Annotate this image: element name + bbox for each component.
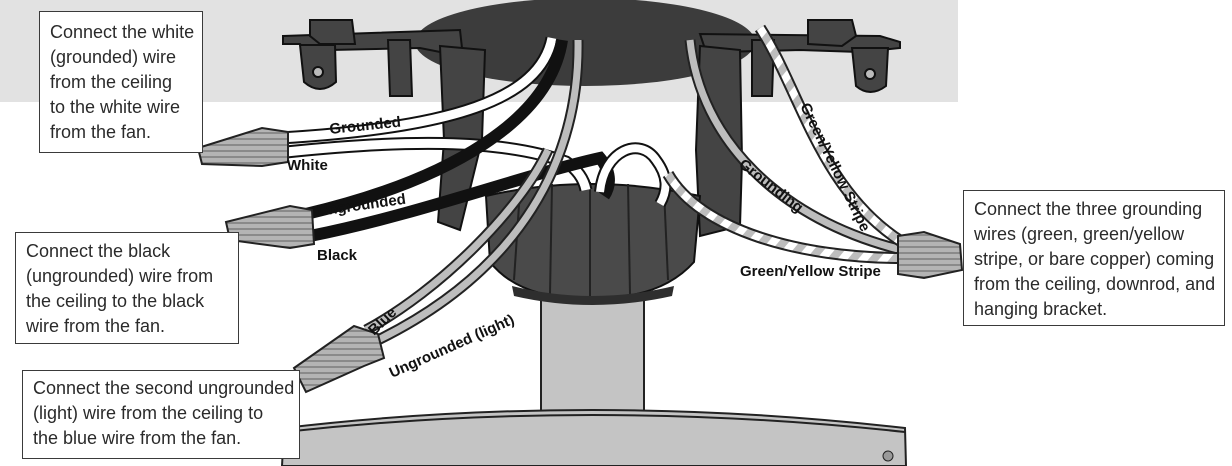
callout-ground-line-2: wires (green, green/yellow: [974, 224, 1185, 244]
label-black: Black: [317, 247, 358, 264]
callout-white-line-5: from the fan.: [50, 122, 152, 142]
fan-canopy: [280, 409, 908, 466]
wire-nut-black: [224, 204, 316, 250]
label-grounding: Grounding: [736, 156, 807, 217]
callout-white-wire: Connect the white (grounded) wire from t…: [39, 11, 203, 153]
callout-white-line-4: to the white wire: [50, 97, 181, 117]
canopy-screw: [882, 450, 894, 462]
ceiling-box: [415, 0, 755, 86]
label-grounded: Grounded: [329, 114, 402, 138]
callout-grounding-wires: Connect the three grounding wires (green…: [963, 190, 1225, 326]
wire-blue-fan-core: [364, 148, 552, 334]
wire-grounded-white-core: [279, 37, 557, 143]
ball-collar: [512, 286, 674, 305]
callout-blue-line-1: Connect the second ungrounded: [33, 378, 295, 398]
wire-ungrounded-light-core: [376, 39, 582, 344]
wire-ungrounded-black: [304, 38, 568, 220]
callout-black-line-4: wire from the fan.: [26, 316, 166, 336]
callout-ground-line-3: stripe, or bare copper) coming: [974, 249, 1215, 269]
callout-white-line-1: Connect the white: [50, 22, 195, 42]
callout-ground-line-1: Connect the three grounding: [974, 199, 1203, 219]
hanger-ball: [484, 183, 702, 300]
wire-nut-grounding: [897, 230, 964, 280]
label-green-yellow-stripe-bottom: Green/Yellow Stripe: [740, 263, 881, 280]
callout-black-line-1: Connect the black: [26, 241, 171, 261]
hanging-bracket-left: [282, 19, 464, 97]
callout-blue-line-2: (light) wire from the ceiling to: [33, 403, 264, 423]
wire-white-fan-core: [285, 138, 591, 192]
label-white: White: [287, 157, 328, 174]
callout-black-line-2: (ungrounded) wire from: [26, 266, 214, 286]
wire-green-yellow-bottom-core: [664, 171, 903, 262]
callout-ground-line-5: hanging bracket.: [974, 299, 1108, 319]
wire-grounding-core: [686, 39, 903, 254]
callout-white-line-3: from the ceiling: [50, 72, 173, 92]
callout-blue-wire: Connect the second ungrounded (light) wi…: [22, 370, 300, 459]
callout-white-line-2: (grounded) wire: [50, 47, 177, 67]
callout-ground-line-4: from the ceiling, downrod, and: [974, 274, 1216, 294]
wire-green-yellow-top-core: [756, 25, 905, 246]
callout-blue-line-3: the blue wire from the fan.: [33, 428, 242, 448]
wire-nut-blue: [292, 324, 386, 394]
wire-nut-white: [196, 126, 289, 168]
callout-black-line-3: the ceiling to the black: [26, 291, 205, 311]
wire-loop-white-core: [596, 144, 670, 206]
canopy-rim: [283, 414, 906, 433]
callout-black-wire: Connect the black (ungrounded) wire from…: [15, 232, 239, 344]
